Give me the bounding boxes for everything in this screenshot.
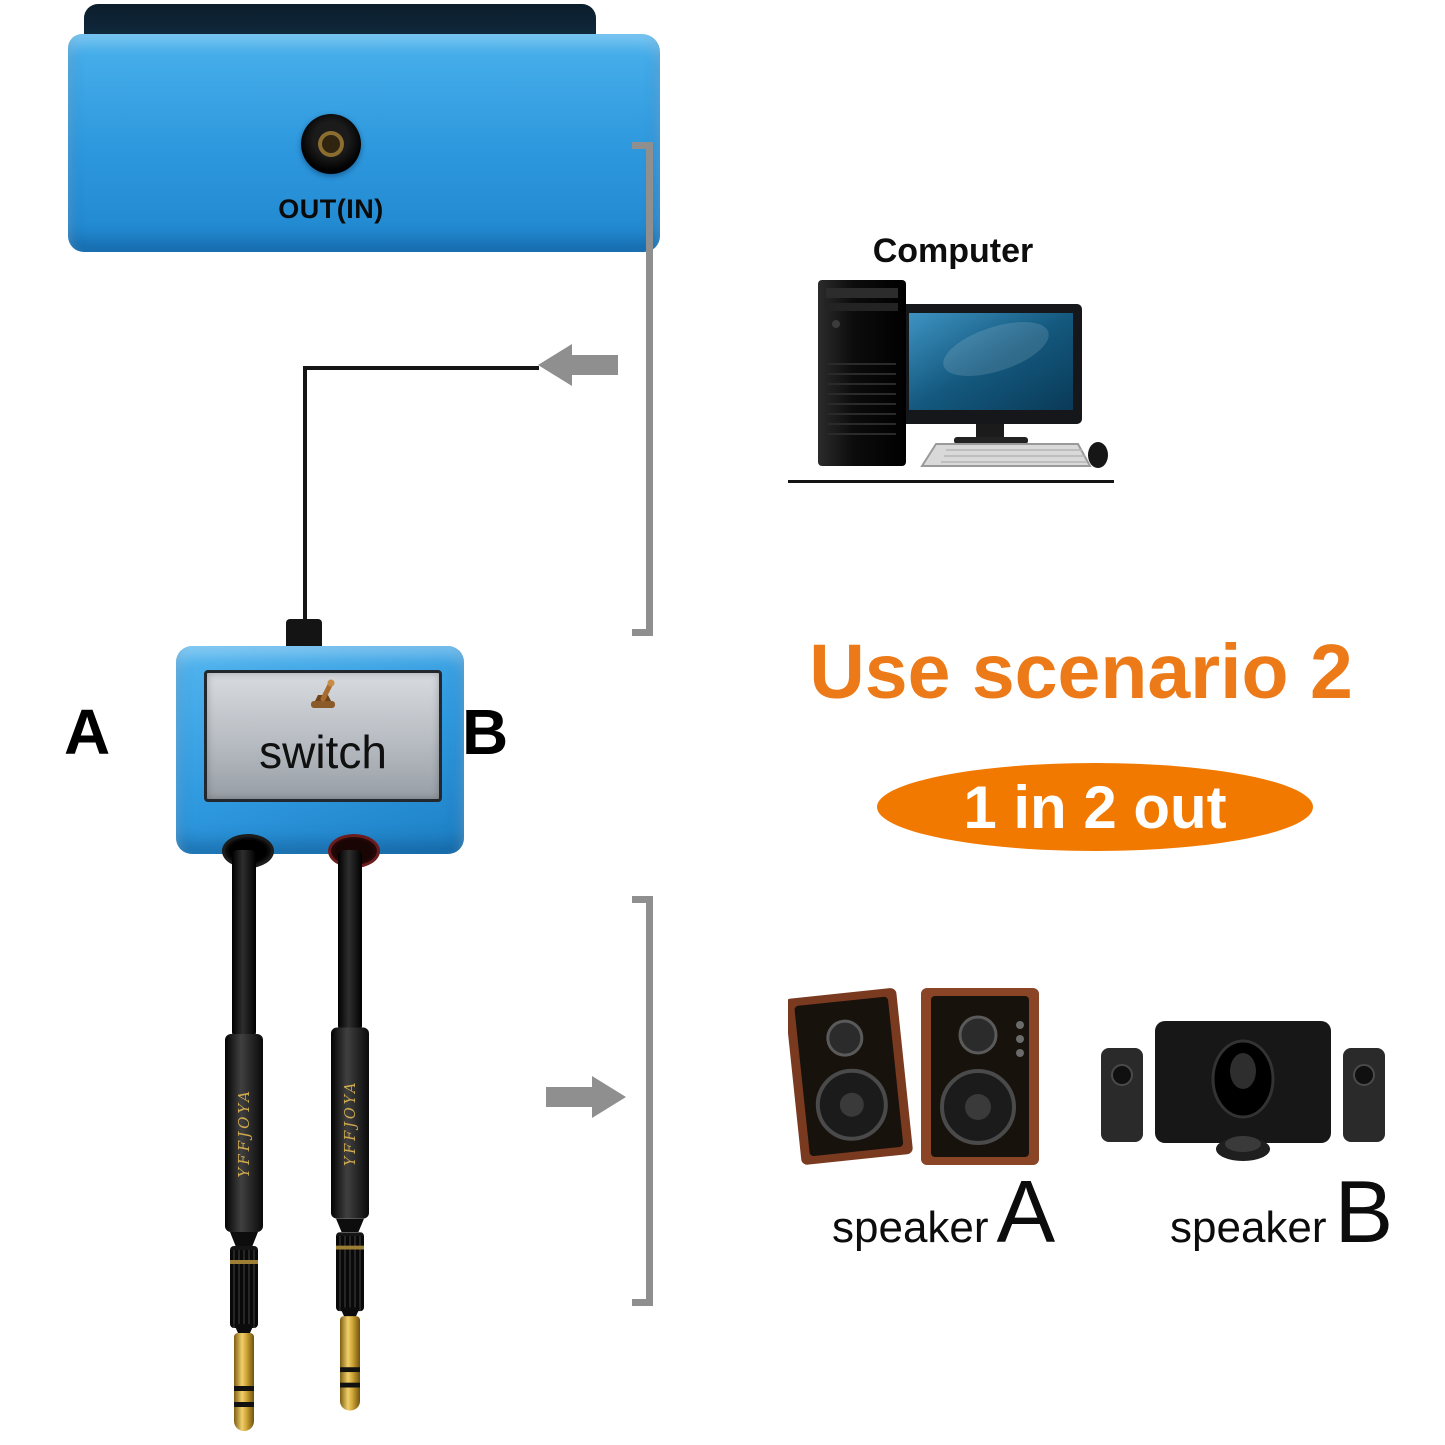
- cable-b-tip-taper: [340, 1307, 360, 1318]
- tip-ring: [340, 1382, 360, 1388]
- cable-a: YFFJOYA: [224, 850, 264, 1442]
- switch-label: switch: [259, 726, 387, 778]
- speaker-a-word: speaker: [832, 1203, 989, 1252]
- port-a-letter: A: [64, 696, 111, 768]
- cable-brand-text: YFFJOYA: [235, 1088, 253, 1178]
- speaker-b-letter: B: [1334, 1162, 1394, 1261]
- port-b-letter: B: [462, 696, 509, 768]
- computer-figure: Computer: [788, 232, 1118, 488]
- cable-brand-text: YFFJOYA: [341, 1079, 359, 1167]
- switch-device: switch: [176, 646, 464, 854]
- audio-jack-port: [301, 114, 361, 174]
- arrow-right-head: [592, 1076, 626, 1118]
- cable-b-neck: [336, 1218, 364, 1233]
- arrow-right-shaft: [546, 1087, 592, 1107]
- bracket-top-tick-lower: [632, 629, 649, 636]
- speaker-b-illustration: [1101, 1021, 1385, 1161]
- speaker-b-word: speaker: [1170, 1203, 1327, 1252]
- bracket-bottom-tick-lower: [632, 1299, 649, 1306]
- cable-a-gold-tip: [234, 1333, 254, 1431]
- cable-b-plug-body: [336, 1232, 364, 1312]
- port-label: OUT(IN): [278, 194, 384, 224]
- arrow-left-head: [538, 344, 572, 386]
- switch-rear-view: OUT(IN): [68, 4, 660, 252]
- connection-line-vertical: [303, 366, 307, 622]
- arrow-left-shaft: [572, 355, 618, 375]
- computer-baseline: [788, 480, 1114, 483]
- bracket-bottom: [646, 896, 653, 1306]
- connection-line-horizontal: [303, 366, 539, 370]
- arrow-right-icon: [546, 1076, 628, 1118]
- tip-ring: [234, 1402, 254, 1407]
- scenario-badge-text: 1 in 2 out: [963, 773, 1227, 841]
- switch-label-plate: switch: [204, 670, 442, 802]
- scenario-badge: 1 in 2 out: [877, 763, 1313, 851]
- cable-a-plug-body: [230, 1246, 258, 1328]
- cable-a-tip-taper: [234, 1324, 254, 1334]
- jack-hole: [318, 131, 344, 157]
- bracket-bottom-tick-upper: [632, 896, 649, 903]
- cable-a-barrel: YFFJOYA: [225, 1034, 263, 1232]
- bracket-top: [646, 142, 653, 636]
- cable-a-wire: [232, 850, 256, 1038]
- computer-illustration: [818, 280, 1108, 468]
- computer-label: Computer: [872, 232, 1034, 270]
- device-body: OUT(IN): [68, 34, 660, 252]
- arrow-left-icon: [538, 344, 620, 386]
- plug-band: [336, 1245, 364, 1250]
- tip-ring: [234, 1386, 254, 1391]
- speaker-a-caption: speaker A: [832, 1168, 1055, 1256]
- cable-b-wire: [338, 850, 362, 1032]
- bracket-top-tick-upper: [632, 142, 649, 149]
- cable-b-gold-tip: [340, 1316, 360, 1411]
- plug-band: [230, 1260, 258, 1264]
- tip-ring: [340, 1367, 360, 1373]
- cable-b: YFFJOYA: [330, 850, 370, 1421]
- scenario-title: Use scenario 2: [809, 629, 1353, 715]
- cable-b-barrel: YFFJOYA: [331, 1027, 369, 1219]
- speaker-b-caption: speaker B: [1170, 1168, 1393, 1256]
- cable-a-neck: [230, 1232, 258, 1246]
- speaker-a-letter: A: [996, 1162, 1056, 1261]
- speaker-a-illustration: [788, 988, 1039, 1165]
- toggle-switch-icon: [311, 679, 335, 708]
